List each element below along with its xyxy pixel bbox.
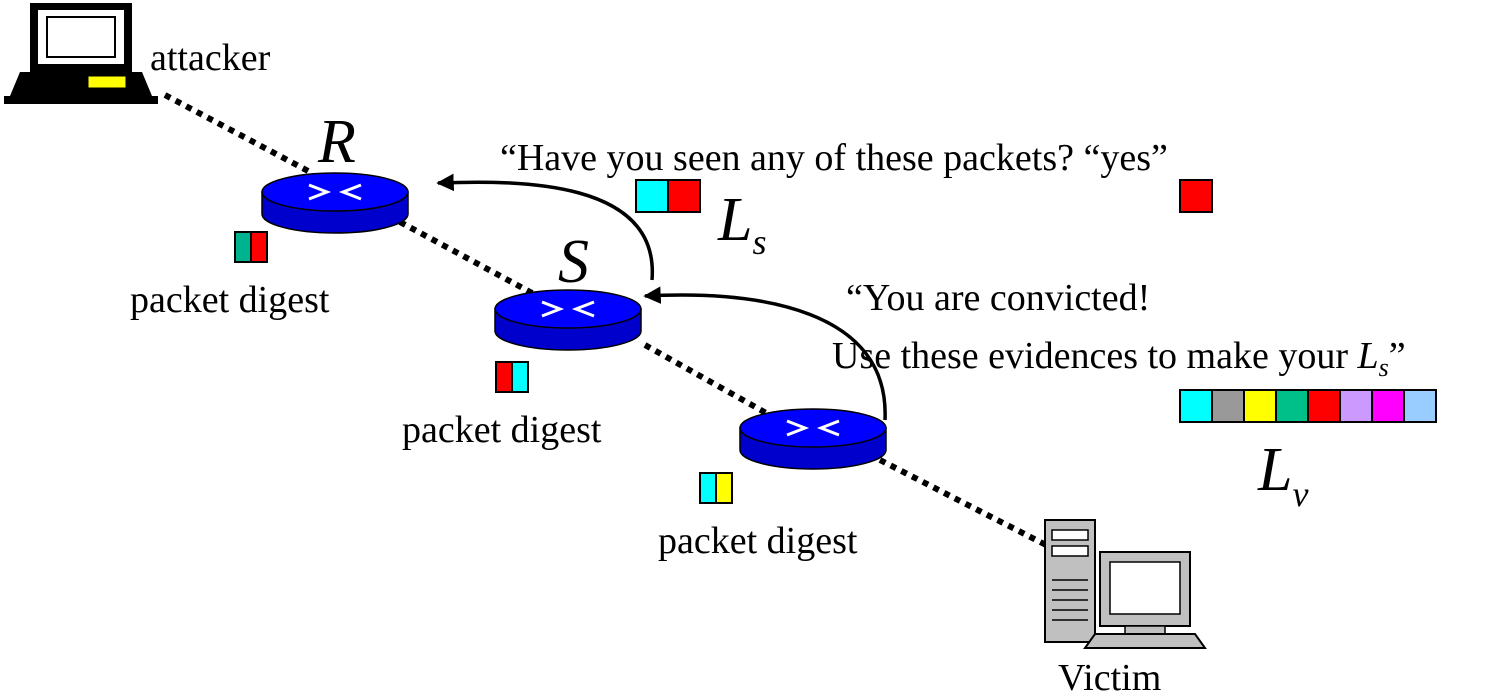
lv-block-cyan (1179, 389, 1213, 423)
router-r-icon (261, 172, 409, 234)
packet-digest-3 (699, 472, 733, 504)
lv-label: Lv (1257, 436, 1308, 514)
digest-r-block-teal (234, 231, 252, 263)
router-3-icon (739, 408, 887, 470)
conviction-arrow (643, 286, 887, 421)
ls-block-cyan (635, 179, 669, 213)
victim-label: Victim (1058, 657, 1161, 697)
yes-packet (1179, 179, 1213, 213)
link-router3-victim (878, 457, 1052, 550)
lv-block-yellow (1243, 389, 1277, 423)
yes-block-red (1179, 179, 1213, 213)
ls-block-red (667, 179, 701, 213)
victim-computer-icon (1044, 519, 1207, 649)
ls-packet-list (635, 179, 701, 213)
packet-digest-s (495, 361, 529, 393)
link-r-s (398, 219, 547, 303)
attacker-label: attacker (150, 37, 271, 79)
router-s-icon (494, 289, 642, 351)
lv-block-gray (1211, 389, 1245, 423)
network-links (163, 92, 1052, 550)
digest-s-block-red (495, 361, 513, 393)
digest-3-block-yellow (715, 472, 733, 504)
lv-block-magenta (1371, 389, 1405, 423)
attacker-computer-icon (4, 3, 158, 104)
lv-block-lavender (1339, 389, 1373, 423)
lv-block-lightblue (1403, 389, 1437, 423)
lv-block-green (1275, 389, 1309, 423)
digest-label-3: packet digest (658, 520, 858, 562)
convicted-line-2: Use these evidences to make your Ls” (832, 335, 1406, 382)
link-s-router3 (643, 342, 777, 421)
lv-block-red (1307, 389, 1341, 423)
lv-packet-list (1179, 389, 1437, 423)
query-arrow (436, 173, 654, 281)
router-s-label: S (558, 228, 589, 296)
digest-r-block-red (250, 231, 268, 263)
packet-digest-r (234, 231, 268, 263)
router-r-label: R (317, 108, 356, 176)
ls-label: Ls (717, 186, 767, 262)
digest-label-s: packet digest (402, 409, 602, 451)
link-attacker-r (163, 92, 312, 175)
digest-3-block-cyan (699, 472, 717, 504)
query-message: “Have you seen any of these packets? “ye… (500, 137, 1168, 179)
convicted-line-1: “You are convicted! (846, 277, 1150, 319)
digest-label-r: packet digest (130, 279, 330, 321)
digest-s-block-cyan (511, 361, 529, 393)
